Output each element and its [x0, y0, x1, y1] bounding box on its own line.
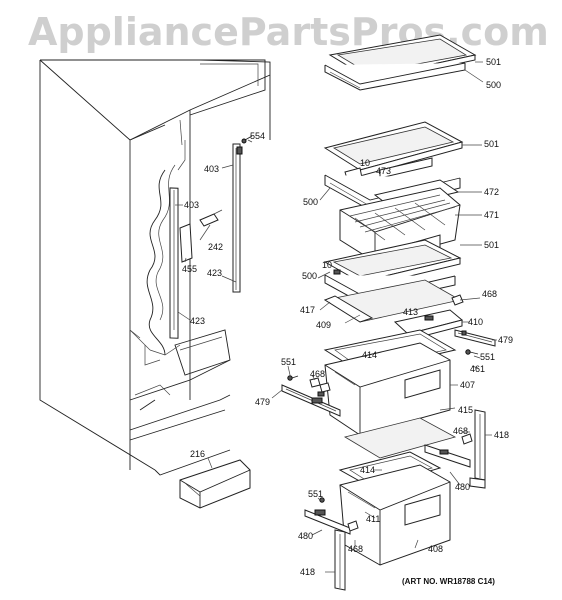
- label-455: 455: [182, 264, 197, 274]
- label-471: 471: [484, 210, 499, 220]
- part-415-glass: [343, 417, 457, 459]
- part-480-left-slide: [304, 509, 351, 535]
- label-403: 403: [184, 200, 199, 210]
- label-417: 417: [300, 305, 315, 315]
- part-468-slide-caps-left: [309, 377, 331, 393]
- label-473: 473: [376, 166, 391, 176]
- part-408-lower-drawer: [339, 464, 451, 566]
- label-479: 479: [255, 397, 270, 407]
- label-479: 479: [498, 335, 513, 345]
- label-10: 10: [322, 260, 332, 270]
- label-468: 468: [348, 544, 363, 554]
- watermark-text: AppliancePartsPros.com: [28, 10, 549, 54]
- label-468: 468: [482, 289, 497, 299]
- label-423: 423: [207, 268, 222, 278]
- label-554: 554: [250, 131, 265, 141]
- label-468: 468: [310, 369, 325, 379]
- label-403: 403: [204, 164, 219, 174]
- label-216: 216: [190, 449, 205, 459]
- label-413: 413: [403, 307, 418, 317]
- label-410: 410: [468, 317, 483, 327]
- label-501: 501: [486, 57, 501, 67]
- part-479-right-rail: [454, 329, 496, 347]
- label-461: 461: [470, 364, 485, 374]
- label-468: 468: [453, 426, 468, 436]
- label-408: 408: [428, 544, 443, 554]
- label-10: 10: [360, 158, 370, 168]
- label-500: 500: [303, 197, 318, 207]
- middle-shelf-frame: [323, 121, 464, 177]
- leader-lines: [175, 61, 497, 573]
- part-461-screw: [465, 349, 479, 355]
- part-418-right-bracket: [469, 409, 486, 489]
- part-407-drawer: [324, 342, 451, 436]
- part-labels: 501 500 554 403 403 242 455 423 423 501 …: [182, 57, 513, 577]
- label-480: 480: [455, 482, 470, 492]
- part-554-screw: [241, 135, 253, 144]
- label-418: 418: [300, 567, 315, 577]
- label-500: 500: [486, 80, 501, 90]
- label-414: 414: [362, 350, 377, 360]
- label-414: 414: [360, 465, 375, 475]
- label-472: 472: [484, 187, 499, 197]
- label-418: 418: [494, 430, 509, 440]
- label-480: 480: [298, 531, 313, 541]
- part-418-left-bracket: [334, 529, 346, 591]
- part-479-left-rail: [281, 384, 341, 417]
- part-480-right-slide: [424, 444, 471, 468]
- label-551: 551: [281, 357, 296, 367]
- label-500: 500: [302, 271, 317, 281]
- label-551: 551: [480, 352, 495, 362]
- shelf-rail-left: [169, 187, 179, 339]
- label-415: 415: [458, 405, 473, 415]
- label-409: 409: [316, 320, 331, 330]
- part-242-socket: [199, 209, 223, 227]
- part-468-lower-cap: [347, 520, 359, 532]
- label-407: 407: [460, 380, 475, 390]
- cabinet-liner: [39, 59, 271, 476]
- part-551-screw: [287, 375, 299, 381]
- part-216-bin: [179, 459, 251, 509]
- label-411: 411: [366, 514, 380, 524]
- label-242: 242: [208, 242, 223, 252]
- label-551: 551: [308, 489, 323, 499]
- top-shelf-assembly: [324, 34, 477, 91]
- label-501: 501: [484, 139, 499, 149]
- part-468-slide-cap: [451, 294, 464, 306]
- part-468-cap-right: [461, 433, 473, 445]
- part-455-light-shield: [179, 223, 193, 263]
- label-501: 501: [484, 240, 499, 250]
- part-409-glass: [323, 279, 462, 323]
- label-423: 423: [190, 316, 205, 326]
- shelf-rail-right: [232, 143, 243, 293]
- art-number: (ART NO. WR18788 C14): [402, 577, 495, 586]
